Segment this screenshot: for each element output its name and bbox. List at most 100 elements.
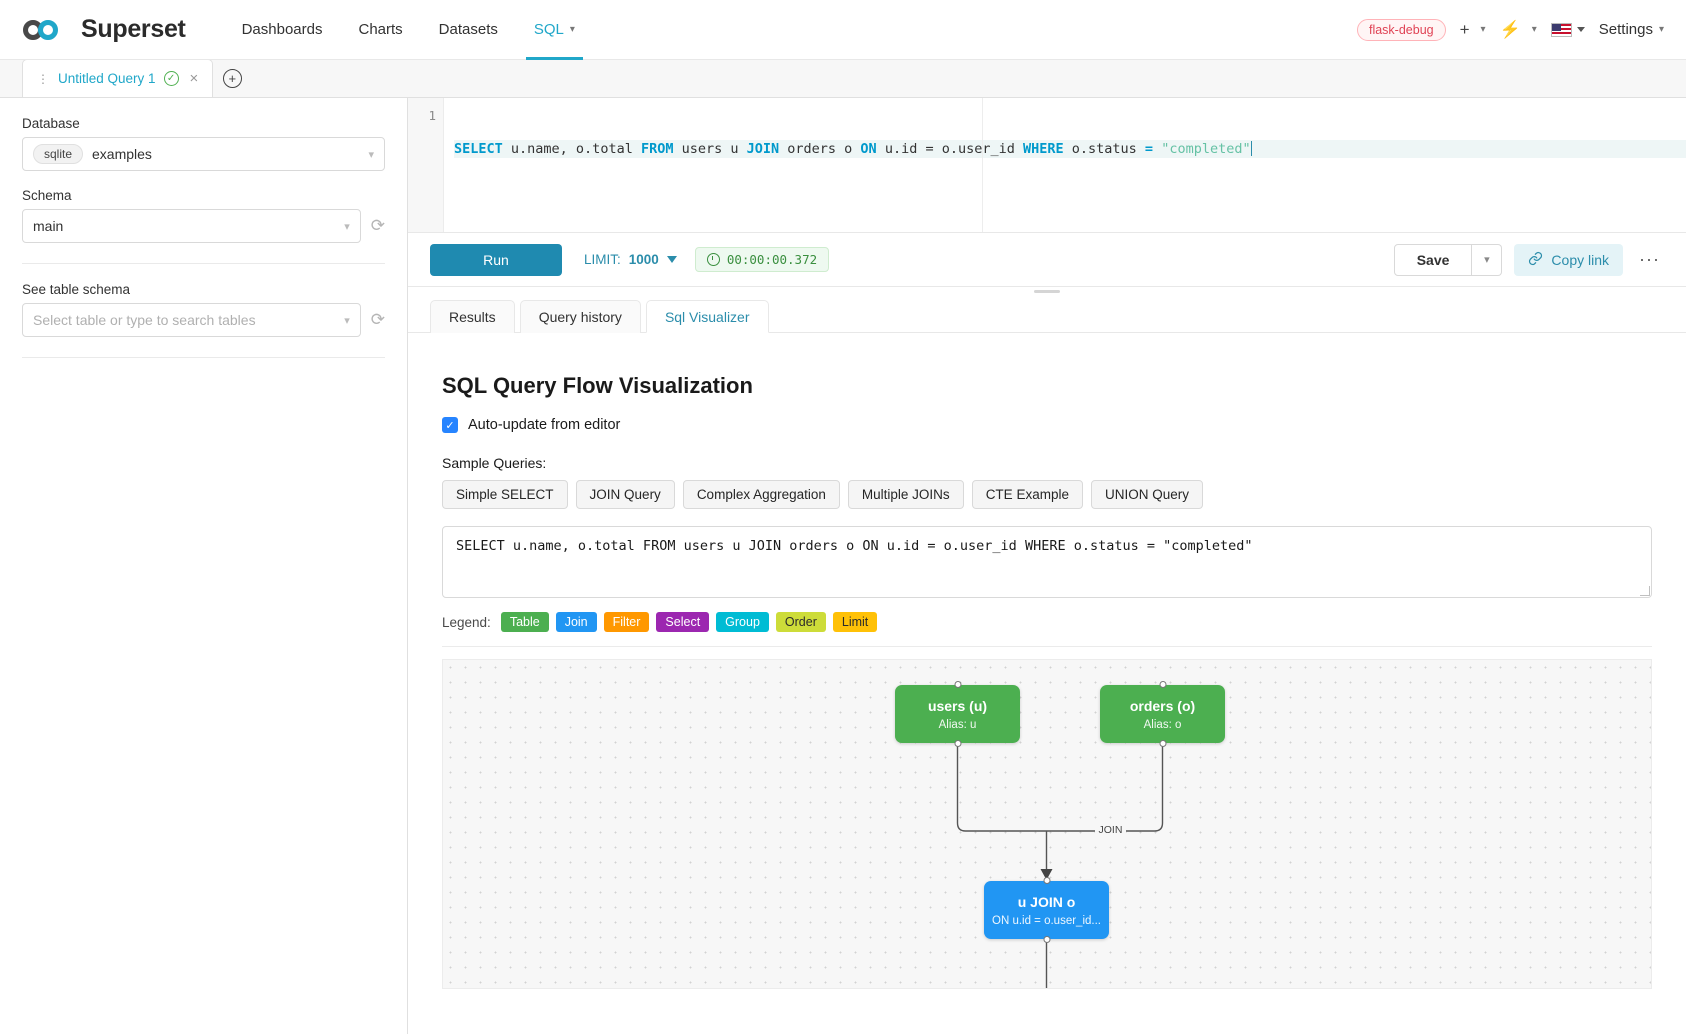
- database-value: examples: [92, 146, 152, 162]
- legend-chip-select: Select: [656, 612, 710, 632]
- us-flag-icon: [1550, 22, 1572, 37]
- tab-query-history[interactable]: Query history: [519, 300, 641, 333]
- brand-text: Superset: [81, 15, 186, 43]
- table-select[interactable]: Select table or type to search tables ▾: [22, 303, 361, 337]
- check-circle-icon: ✓: [163, 71, 179, 86]
- more-options-icon[interactable]: ···: [1639, 249, 1660, 269]
- sample-query-button-union-query[interactable]: UNION Query: [1090, 480, 1203, 509]
- legend-chip-table: Table: [500, 612, 549, 632]
- flow-node-users[interactable]: users (u)Alias: u: [895, 681, 1020, 747]
- body-split: Database sqlite examples ▾ Schema main ▾…: [0, 98, 1686, 1034]
- clock-icon: [706, 253, 720, 266]
- node-port-top[interactable]: [1043, 877, 1050, 884]
- flow-node-orders[interactable]: orders (o)Alias: o: [1100, 681, 1225, 747]
- database-label: Database: [22, 116, 80, 131]
- editor-print-margin: [982, 98, 983, 232]
- nav-label: Charts: [358, 21, 403, 38]
- code-token: WHERE: [1023, 141, 1064, 157]
- sql-query-textarea[interactable]: [442, 526, 1652, 598]
- table-schema-field: See table schema Select table or type to…: [22, 282, 385, 337]
- page-title: SQL Query Flow Visualization: [442, 373, 753, 398]
- editor-toolbar: Run LIMIT: 1000 00:00:00.372 Save ▾: [408, 233, 1686, 293]
- node-subtitle: Alias: u: [938, 718, 977, 731]
- editor-code-area[interactable]: SELECT u.name, o.total FROM users u JOIN…: [444, 98, 1686, 232]
- code-token: FROM: [640, 141, 674, 157]
- sample-query-button-join-query[interactable]: JOIN Query: [575, 480, 675, 509]
- textarea-resize-grip[interactable]: [1640, 586, 1650, 596]
- run-button[interactable]: Run: [430, 243, 562, 276]
- chevron-down-icon: ▾: [344, 314, 350, 327]
- add-query-tab-button[interactable]: +: [213, 59, 251, 97]
- nav-link-dashboards[interactable]: Dashboards: [224, 0, 341, 60]
- node-port-top[interactable]: [954, 681, 961, 688]
- nav-link-charts[interactable]: Charts: [340, 0, 420, 60]
- language-selector[interactable]: [1550, 22, 1585, 37]
- auto-update-row: ✓ Auto-update from editor: [442, 417, 1652, 433]
- quick-actions-button[interactable]: ⚡ ▾: [1500, 20, 1537, 40]
- sample-query-button-multiple-joins[interactable]: Multiple JOINs: [847, 480, 964, 509]
- tab-results[interactable]: Results: [430, 300, 515, 333]
- line-number: 1: [428, 108, 436, 123]
- node-port-top[interactable]: [1159, 681, 1166, 688]
- nav-link-sql[interactable]: SQL ▾: [516, 0, 593, 60]
- flow-diagram-canvas[interactable]: users (u)Alias: u orders (o)Alias: o u JOI…: [442, 659, 1652, 989]
- code-token: u.id = o.user_id: [876, 141, 1023, 157]
- database-field: Database sqlite examples ▾: [22, 116, 385, 171]
- save-button[interactable]: Save: [1393, 243, 1473, 276]
- schema-select[interactable]: main ▾: [22, 209, 361, 243]
- flow-node-join[interactable]: u JOIN o ON u.id = o.user_id...: [984, 877, 1109, 943]
- node-subtitle: ON u.id = o.user_id...: [992, 914, 1101, 927]
- sample-query-button-cte-example[interactable]: CTE Example: [971, 480, 1083, 509]
- database-select[interactable]: sqlite examples ▾: [22, 137, 385, 171]
- query-tab-untitled-query-1[interactable]: ⋮ Untitled Query 1 ✓ ×: [22, 59, 214, 97]
- flask-debug-badge: flask-debug: [1356, 18, 1446, 41]
- save-dropdown-button[interactable]: ▾: [1472, 243, 1503, 276]
- legend-chip-order: Order: [775, 612, 826, 632]
- code-token: orders o: [779, 141, 861, 157]
- auto-update-checkbox[interactable]: ✓: [442, 417, 458, 433]
- node-port-bottom[interactable]: [1159, 740, 1166, 747]
- flow-edge: [1046, 743, 1164, 832]
- infinity-logo-icon: [22, 17, 72, 43]
- schema-value: main: [33, 218, 64, 234]
- limit-dropdown[interactable]: LIMIT: 1000: [584, 252, 677, 267]
- limit-prefix: LIMIT:: [584, 252, 621, 267]
- copy-link-button[interactable]: Copy link: [1514, 243, 1624, 276]
- tab-sql-visualizer[interactable]: Sql Visualizer: [645, 300, 769, 333]
- panel-divider: [22, 263, 385, 264]
- pane-resize-handle[interactable]: [1034, 290, 1060, 293]
- sample-queries-label: Sample Queries:: [442, 455, 547, 471]
- chevron-down-icon: ▾: [1658, 24, 1664, 35]
- table-placeholder: Select table or type to search tables: [33, 312, 256, 328]
- sample-query-button-simple-select[interactable]: Simple SELECT: [442, 480, 568, 509]
- refresh-tables-icon[interactable]: ⟳: [370, 310, 385, 329]
- node-title: orders (o): [1129, 697, 1196, 714]
- node-title: u JOIN o: [1017, 893, 1076, 910]
- editor-gutter: 1: [408, 98, 444, 232]
- new-item-button[interactable]: + ▾: [1460, 20, 1486, 40]
- nav-label: Dashboards: [241, 21, 323, 38]
- code-token: =: [1144, 141, 1154, 157]
- legend-label: Legend:: [442, 614, 491, 630]
- code-token: SELECT: [454, 141, 503, 157]
- flow-edge: [956, 743, 1047, 832]
- top-navbar: Superset Dashboards Charts Datasets SQL …: [0, 0, 1686, 60]
- sql-editor[interactable]: 1 SELECT u.name, o.total FROM users u JO…: [408, 98, 1686, 233]
- node-port-bottom[interactable]: [1043, 936, 1050, 943]
- node-port-bottom[interactable]: [954, 740, 961, 747]
- superset-logo[interactable]: Superset: [22, 15, 186, 44]
- settings-menu[interactable]: Settings ▾: [1599, 21, 1664, 38]
- flow-edge-arrow: [1040, 869, 1053, 880]
- refresh-schema-icon[interactable]: ⟳: [370, 216, 385, 235]
- nav-link-datasets[interactable]: Datasets: [421, 0, 516, 60]
- toolbar-right: Save ▾ Copy link ···: [1393, 243, 1664, 276]
- drag-handle-icon[interactable]: ⋮: [37, 71, 50, 86]
- schema-field: Schema main ▾ ⟳: [22, 188, 385, 243]
- close-icon[interactable]: ×: [189, 70, 199, 87]
- save-group: Save ▾: [1393, 243, 1503, 276]
- legend-chip-filter: Filter: [603, 612, 650, 632]
- sample-query-button-complex-aggregation[interactable]: Complex Aggregation: [682, 480, 840, 509]
